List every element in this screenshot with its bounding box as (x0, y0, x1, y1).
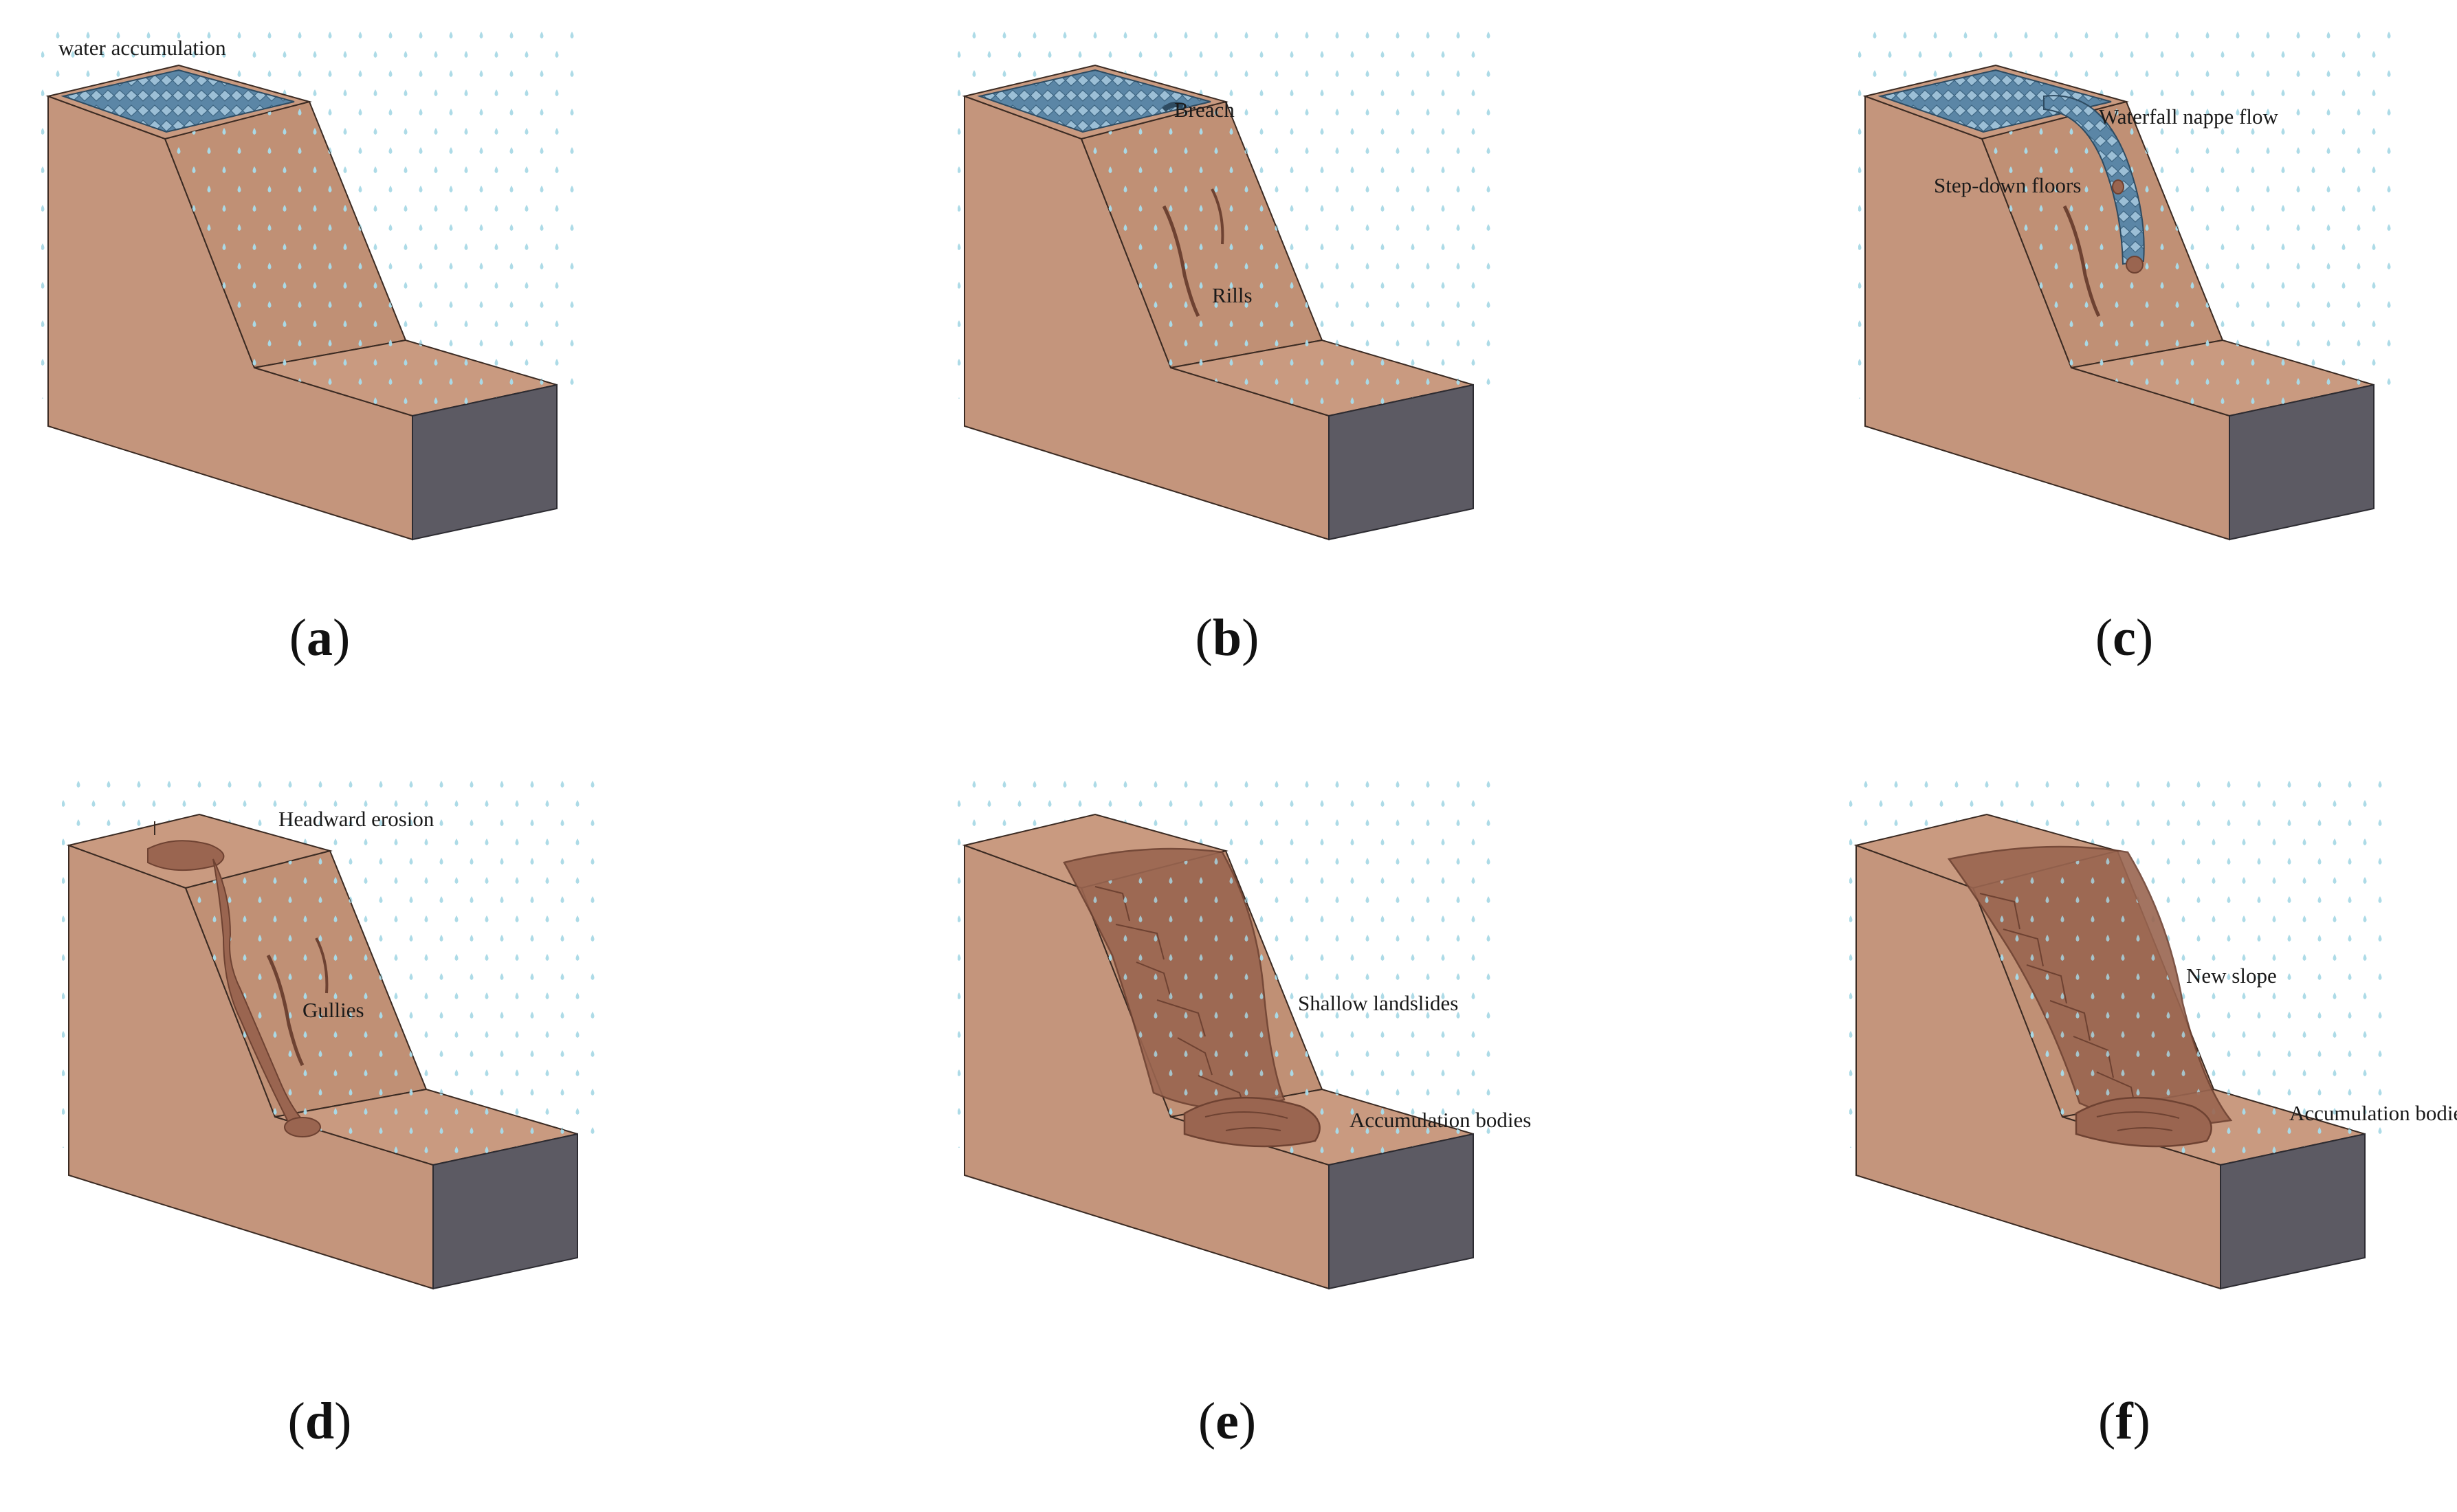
water-pond (60, 69, 295, 133)
headcut-scar (147, 840, 225, 871)
accumulation-body (2075, 1096, 2212, 1148)
slope-diagram-a: water accumulation (41, 27, 584, 541)
caption-a: (a) (289, 609, 351, 667)
rain-on-slope (186, 851, 426, 1117)
label-waterfall-nappe-flow: Waterfall nappe flow (2099, 104, 2278, 129)
label-shallow-landslides: Shallow landslides (1298, 991, 1458, 1015)
rill-1 (1162, 205, 1200, 318)
caption-c: (c) (2095, 609, 2154, 667)
plunge-pool (2126, 256, 2144, 274)
rain-on-toe (275, 1089, 577, 1165)
caption-e: (e) (1198, 1392, 1257, 1450)
rain-on-toe (1171, 340, 1473, 416)
step-down-floor (2112, 179, 2124, 194)
caption-b: (b) (1195, 609, 1259, 667)
label-rills: Rills (1212, 283, 1253, 307)
rain-on-new-slope (1973, 851, 2214, 1117)
water-pond (977, 69, 1211, 133)
rain-on-slope (1982, 102, 2223, 368)
rain-on-landslide (1081, 851, 1322, 1117)
rill-2 (315, 937, 329, 994)
label-step-down-floors: Step-down floors (1934, 173, 2081, 197)
rill-1 (2062, 205, 2101, 318)
label-water-accumulation: water accumulation (58, 36, 226, 60)
accumulation-body (1183, 1096, 1321, 1148)
label-accumulation-bodies: Accumulation bodies (2289, 1101, 2457, 1125)
panel-a: water accumulation (21, 27, 832, 763)
label-breach: Breach (1174, 98, 1235, 122)
rain-on-toe (2071, 340, 2374, 416)
caption-f: (f) (2098, 1392, 2150, 1450)
rain-on-slope (165, 102, 406, 368)
rain-on-toe (254, 340, 557, 416)
accumulation-body-lines (2096, 1111, 2180, 1131)
waterfall-nappe (2043, 95, 2145, 265)
rain-on-slope (1081, 102, 1322, 368)
label-gullies: Gullies (302, 998, 364, 1022)
caption-d: (d) (287, 1392, 352, 1450)
rill-1 (266, 954, 305, 1067)
accumulation-body-lines (1204, 1111, 1288, 1131)
label-headward-erosion: Headward erosion (278, 807, 434, 831)
label-new-slope: New slope (2186, 964, 2277, 988)
label-accumulation-bodies: Accumulation bodies (1349, 1108, 1531, 1132)
breach-notch (1162, 102, 1185, 112)
rill-2 (1211, 188, 1224, 245)
gully-outlet (284, 1117, 321, 1137)
water-pond (1877, 69, 2112, 133)
